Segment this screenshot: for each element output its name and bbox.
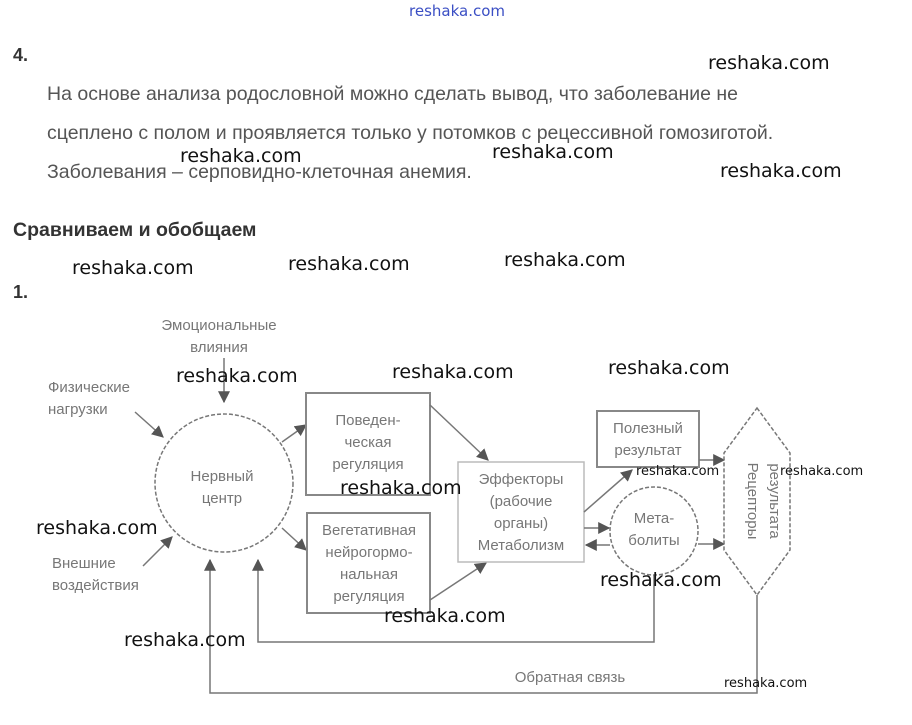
external-arrow: [142, 536, 173, 567]
physical-arrow: [134, 411, 164, 438]
watermark: reshaka.com: [384, 605, 506, 627]
label-useful-result: Полезный: [613, 420, 683, 437]
watermark: reshaka.com: [180, 145, 302, 167]
svg-text:Метаболизм: Метаболизм: [478, 537, 564, 554]
receptors-hexagon: [723, 406, 791, 597]
watermark: reshaka.com: [124, 629, 246, 651]
svg-text:результата: результата: [766, 463, 783, 539]
svg-text:регуляция: регуляция: [333, 588, 404, 605]
watermark: reshaka.com: [492, 141, 614, 163]
watermark: reshaka.com: [708, 52, 830, 74]
svg-text:болиты: болиты: [628, 532, 679, 549]
svg-text:влияния: влияния: [190, 339, 248, 356]
watermark: reshaka.com: [608, 357, 730, 379]
watermark: reshaka.com: [36, 517, 158, 539]
label-receptors: Рецепторы: [744, 463, 761, 540]
site-link[interactable]: reshaka.com: [409, 2, 505, 20]
section-heading: Сравниваем и обобщаем: [13, 219, 257, 241]
label-behavioral: Поведен-: [335, 412, 400, 429]
label-nerve-center: Нервный: [191, 468, 254, 485]
label-vegetative: Вегетативная: [322, 522, 416, 539]
label-emotional: Эмоциональные: [161, 317, 276, 334]
label-effectors: Эффекторы: [479, 471, 564, 488]
svg-text:(рабочие: (рабочие: [490, 493, 553, 510]
useful-result-box: [596, 410, 700, 468]
svg-text:органы): органы): [494, 515, 548, 532]
label-metabolites: Мета-: [634, 510, 675, 527]
answer-line-3: Заболевания – серповидно-клеточная анеми…: [47, 161, 472, 183]
label-physical: Физические: [48, 379, 130, 396]
svg-text:центр: центр: [202, 490, 242, 507]
watermark: reshaka.com: [340, 477, 462, 499]
watermark: reshaka.com: [288, 253, 410, 275]
metabolites-circle: [609, 486, 699, 576]
behavioral-box: [305, 392, 431, 496]
watermark: reshaka.com: [600, 569, 722, 591]
watermark: reshaka.com: [504, 249, 626, 271]
section-number: 1.: [13, 282, 29, 302]
label-feedback: Обратная связь: [515, 669, 626, 686]
watermark: reshaka.com: [724, 676, 808, 691]
watermark: reshaka.com: [72, 257, 194, 279]
answer-line-2: сцеплено с полом и проявляется только у …: [47, 122, 774, 144]
svg-text:нагрузки: нагрузки: [48, 401, 108, 418]
feedback-line-inner: [252, 558, 655, 643]
watermark: reshaka.com: [720, 160, 842, 182]
task-number: 4.: [13, 45, 29, 65]
svg-text:регуляция: регуляция: [332, 456, 403, 473]
svg-text:результат: результат: [614, 442, 681, 459]
watermark: reshaka.com: [176, 365, 298, 387]
vegetative-box: [306, 512, 431, 614]
svg-text:ческая: ческая: [344, 434, 391, 451]
watermark: reshaka.com: [392, 361, 514, 383]
watermark: reshaka.com: [780, 464, 864, 479]
nerve-center-circle: [154, 413, 294, 553]
svg-text:нейрогормо-: нейрогормо-: [325, 544, 412, 561]
label-external: Внешние: [52, 555, 116, 572]
answer-line-1: На основе анализа родословной можно сдел…: [47, 83, 738, 105]
svg-text:воздействия: воздействия: [52, 577, 139, 594]
feedback-line-outer: [204, 558, 758, 694]
watermark: reshaka.com: [636, 464, 720, 479]
svg-text:нальная: нальная: [340, 566, 398, 583]
